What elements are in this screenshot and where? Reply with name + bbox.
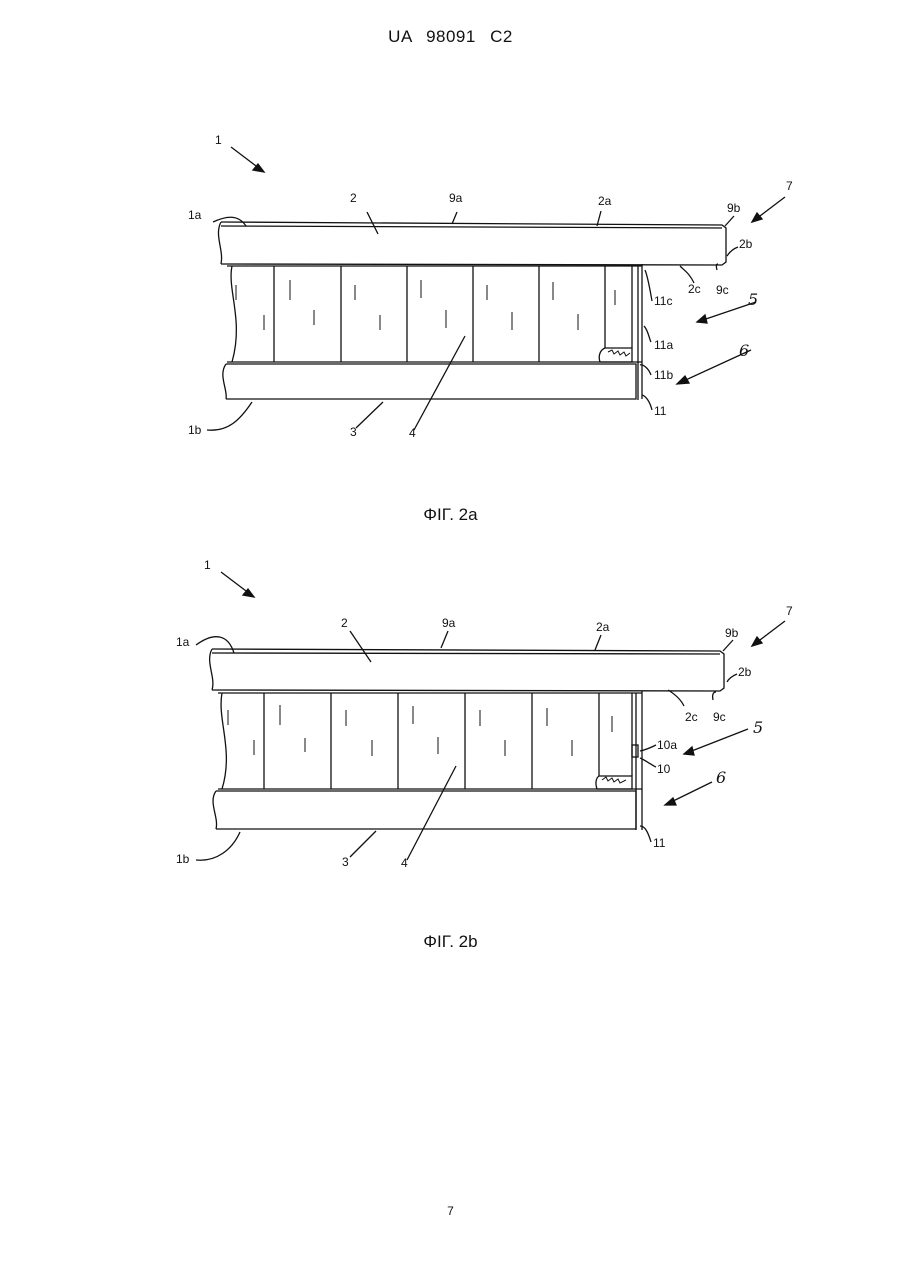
label-2b: 2b — [738, 665, 752, 679]
label-9a: 9a — [442, 616, 456, 630]
label-9b: 9b — [725, 626, 739, 640]
label-10a: 10a — [657, 738, 677, 752]
label-3: 3 — [350, 425, 357, 439]
figure-2b-labels: 1 1a 1b 2 9a 2a 9b 7 2b 2c 9c 10a 5 10 6… — [176, 558, 793, 870]
label-1a: 1a — [188, 208, 202, 222]
figure-2b-caption: ΦΙΓ. 2b — [0, 932, 901, 952]
label-11: 11 — [653, 836, 666, 850]
label-2: 2 — [341, 616, 348, 630]
label-11a: 11a — [654, 338, 673, 352]
label-9a: 9a — [449, 191, 463, 205]
figure-2b-drawing: 1 1a 1b 2 9a 2a 9b 7 2b 2c 9c 10a 5 10 6… — [0, 545, 901, 875]
label-2b: 2b — [739, 237, 753, 251]
label-2a: 2a — [598, 194, 612, 208]
label-9c: 9c — [713, 710, 726, 724]
label-10: 10 — [657, 762, 671, 776]
figure-2a-labels: 1 1a 1b 2 9a 2a 9b 7 2b 2c 9c 11c 5 11a … — [188, 133, 793, 440]
label-9c: 9c — [716, 283, 729, 297]
label-1: 1 — [215, 133, 222, 147]
figure-2a-drawing: 1 1a 1b 2 9a 2a 9b 7 2b 2c 9c 11c 5 11a … — [0, 120, 901, 440]
label-1b: 1b — [188, 423, 202, 437]
label-6: 6 — [739, 341, 749, 360]
figure-2a-caption: ΦΙΓ. 2a — [0, 505, 901, 525]
label-7: 7 — [786, 179, 793, 193]
label-3: 3 — [342, 855, 349, 869]
label-2: 2 — [350, 191, 357, 205]
label-2a: 2a — [596, 620, 610, 634]
label-7: 7 — [786, 604, 793, 618]
label-1b: 1b — [176, 852, 190, 866]
label-1: 1 — [204, 558, 211, 572]
label-4: 4 — [409, 426, 416, 440]
page-number: 7 — [0, 1204, 901, 1218]
label-4: 4 — [401, 856, 408, 870]
label-11c: 11c — [654, 294, 672, 308]
label-2c: 2c — [688, 282, 701, 296]
label-5: 5 — [753, 718, 763, 737]
label-11: 11 — [654, 404, 667, 418]
label-1a: 1a — [176, 635, 190, 649]
patent-number-header: UA 98091 C2 — [0, 27, 901, 47]
label-9b: 9b — [727, 201, 741, 215]
label-2c: 2c — [685, 710, 698, 724]
label-6: 6 — [716, 768, 726, 787]
label-11b: 11b — [654, 368, 673, 382]
label-5: 5 — [748, 290, 758, 309]
